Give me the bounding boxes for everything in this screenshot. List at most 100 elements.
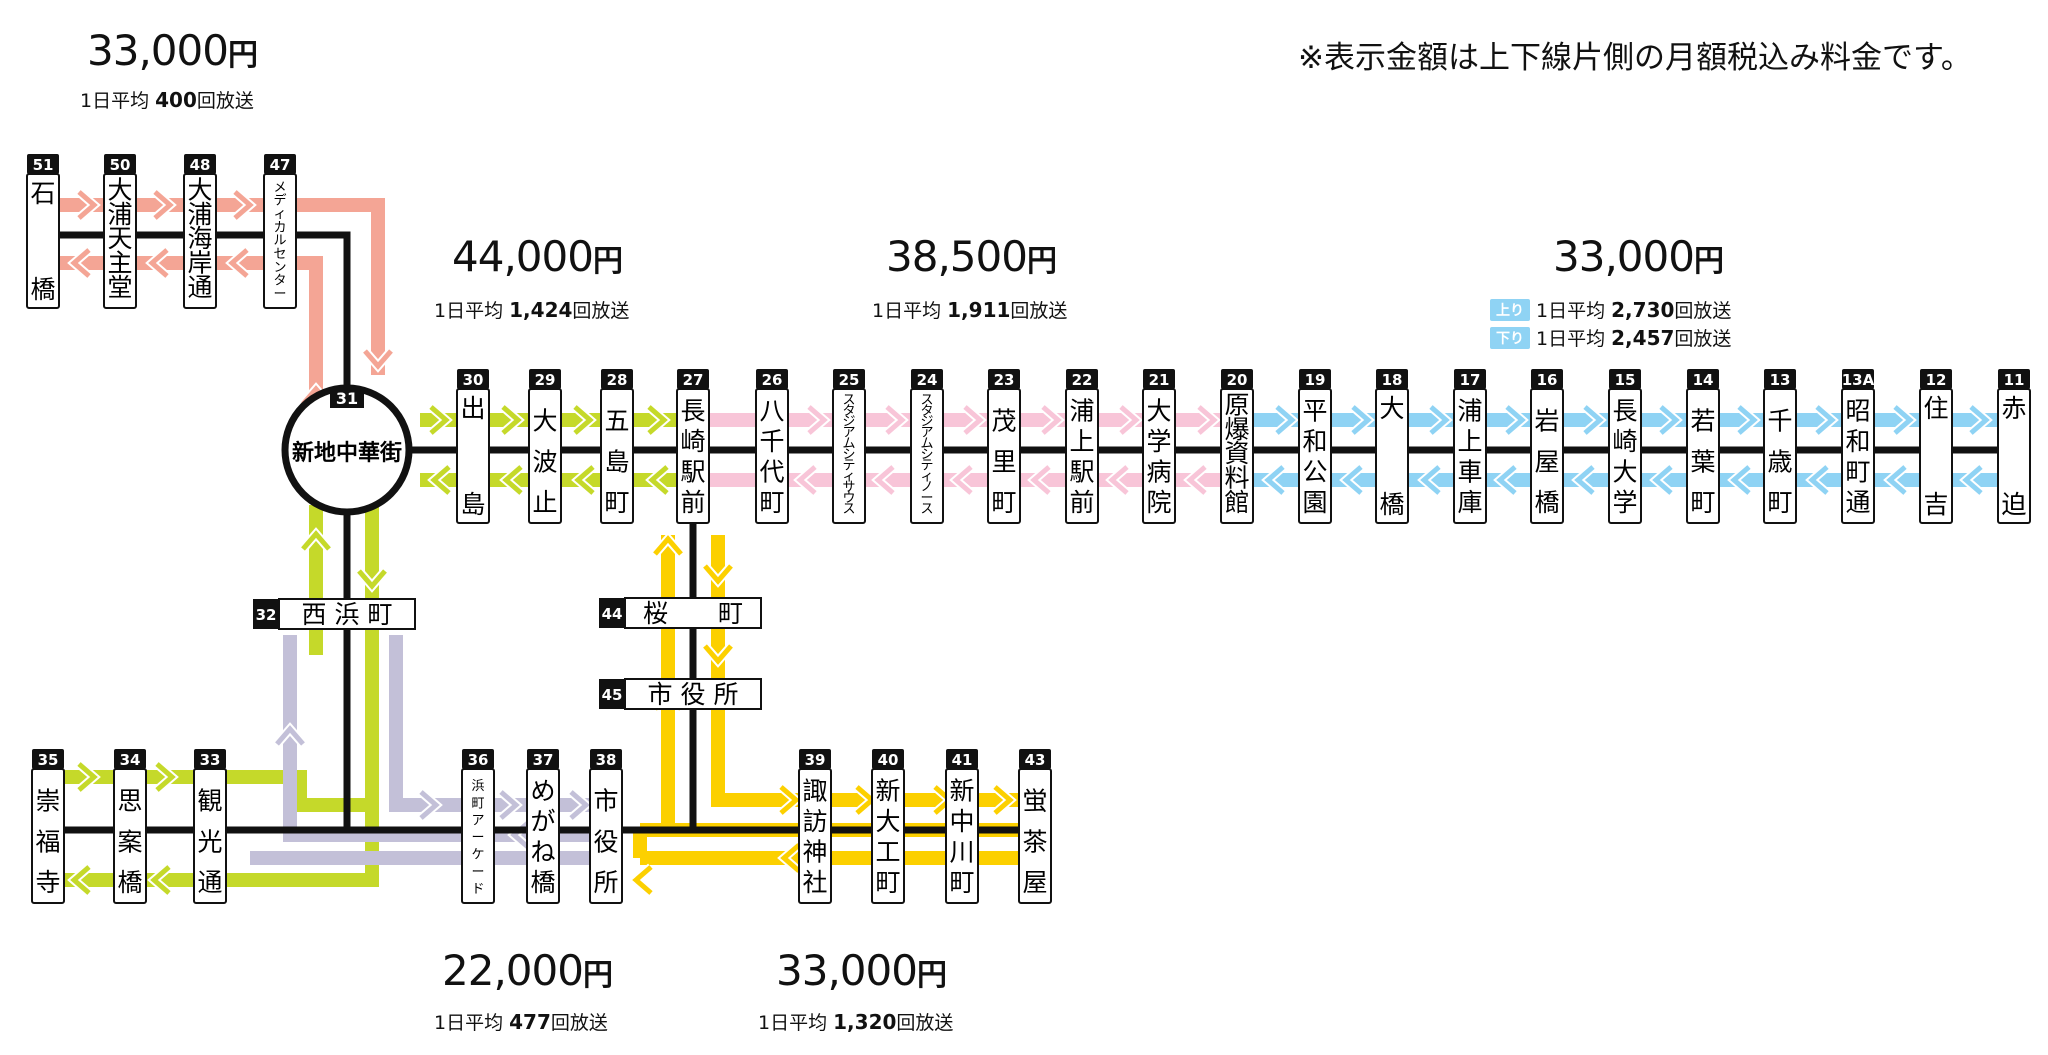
station-name-char: テ xyxy=(842,458,855,473)
station-name-char: 葉 xyxy=(1690,447,1715,476)
price-value: 38,500 xyxy=(886,232,1028,281)
station-name-char: メ xyxy=(273,180,286,195)
station-name-char: 通 xyxy=(197,868,222,897)
station-name-char: 里 xyxy=(991,447,1016,476)
station-name-char: 長 xyxy=(1612,397,1637,426)
station-number-badge xyxy=(1609,369,1641,389)
station-number-badge xyxy=(194,749,226,769)
direction-arrow xyxy=(885,405,906,435)
station-number: 43 xyxy=(1025,751,1046,769)
station-number-badge xyxy=(330,388,364,408)
station-number: 45 xyxy=(602,686,623,704)
station-number-badge xyxy=(1143,369,1175,389)
station-name-char: タ xyxy=(920,404,933,419)
direction-arrow xyxy=(703,564,733,585)
station-name: 石 xyxy=(30,179,55,208)
station-name-char: 屋 xyxy=(1022,868,1047,897)
station-number: 20 xyxy=(1227,371,1248,389)
station-name-char: シ xyxy=(920,447,933,462)
station-number-badge xyxy=(599,598,625,628)
station-name-char: ア xyxy=(920,426,933,441)
station-name-char: 茂 xyxy=(991,407,1016,436)
station-name-char: 訪 xyxy=(802,807,827,836)
price-value: 22,000 xyxy=(442,946,584,995)
direction-arrow xyxy=(363,349,393,370)
station-number: 13 xyxy=(1770,371,1791,389)
direction-arrow xyxy=(1886,465,1907,495)
station-name-char: 新 xyxy=(949,777,974,806)
station-name-char: 大 xyxy=(875,807,900,836)
station-number: 40 xyxy=(878,751,899,769)
price-value: 44,000 xyxy=(452,232,594,281)
station-name-char: 川 xyxy=(949,838,974,867)
station-number-badge xyxy=(1221,369,1253,389)
station-name-char: 崎 xyxy=(680,427,705,456)
direction-arrow xyxy=(1108,465,1129,495)
station-number-badge xyxy=(599,679,625,709)
price-section-2: 44,000円 xyxy=(446,236,626,283)
direction-arrow xyxy=(1041,405,1062,435)
station-name-char: ジ xyxy=(920,415,933,430)
price-section-4: 33,000円 xyxy=(1547,236,1727,283)
station-name-char: 資 xyxy=(1224,439,1249,468)
station-number: 27 xyxy=(683,371,704,389)
station-name-char: 町 xyxy=(759,488,784,517)
station-name-char: 橋 xyxy=(1534,488,1559,517)
price-section-1: 33,000円 xyxy=(81,30,261,77)
direction-arrow xyxy=(1275,405,1296,435)
station-name-char: 駅 xyxy=(680,458,705,487)
station-name: 西 浜 町 xyxy=(302,600,393,629)
station-name-char: 浦 xyxy=(187,200,212,229)
station-name: 桜 町 xyxy=(643,599,743,628)
direction-down-tag: 下り xyxy=(1490,327,1530,349)
station-number-badge xyxy=(1764,369,1796,389)
direction-arrow xyxy=(993,785,1014,815)
station-number-badge xyxy=(104,154,136,174)
station-name-char: ー xyxy=(920,491,933,506)
station-name: 出 xyxy=(460,394,485,423)
direction-arrow xyxy=(70,248,91,278)
station-number: 36 xyxy=(468,751,489,769)
station-number-badge xyxy=(1842,369,1874,389)
station-name-char: 浜 xyxy=(471,779,484,794)
station-number: 26 xyxy=(762,371,783,389)
yen-unit: 円 xyxy=(582,958,613,993)
station-name-char: 歳 xyxy=(1767,447,1792,476)
direction-arrow xyxy=(1730,465,1751,495)
station-name-char: 工 xyxy=(875,838,900,867)
station-name-char: ね xyxy=(530,838,555,867)
station-name-char: 茶 xyxy=(1022,827,1047,856)
direction-arrow xyxy=(148,248,169,278)
station-name-char: ー xyxy=(471,831,484,846)
station-number-badge xyxy=(27,154,59,174)
station-name-char: ス xyxy=(842,393,855,408)
station-number: 30 xyxy=(463,371,484,389)
direction-arrow xyxy=(703,644,733,665)
station-name-char: 海 xyxy=(187,224,212,253)
station-name-char: 和 xyxy=(1845,427,1870,456)
service-band xyxy=(283,760,600,842)
station-name-char: 町 xyxy=(875,868,900,897)
station-name-char: ム xyxy=(842,437,855,452)
station-number-badge xyxy=(527,749,559,769)
station-name-char: 思 xyxy=(117,787,142,816)
station-name-char: 通 xyxy=(1845,488,1870,517)
station-name-char: シ xyxy=(842,447,855,462)
station-name-char: ア xyxy=(471,813,484,828)
daily-count-section-1: 1日平均 400回放送 xyxy=(80,88,254,112)
direction-arrow xyxy=(796,465,817,495)
station-number: 33 xyxy=(200,751,221,769)
station-name-char: 観 xyxy=(197,787,222,816)
direction-arrow xyxy=(1652,465,1673,495)
direction-arrow xyxy=(419,790,440,820)
